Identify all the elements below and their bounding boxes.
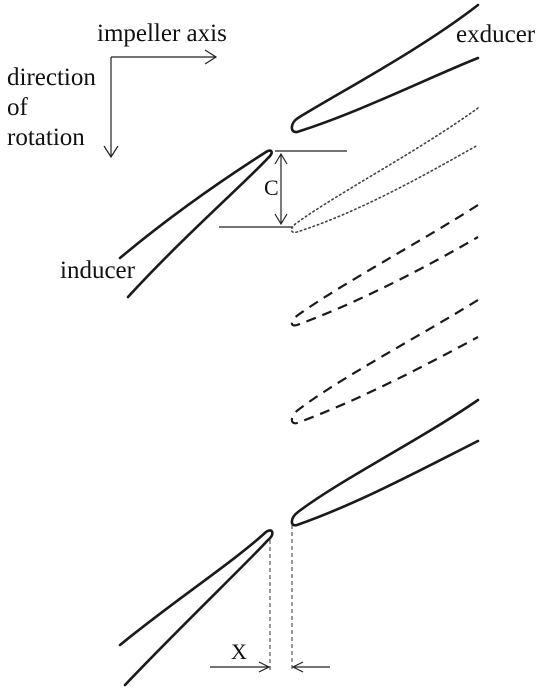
impeller-axis-label: impeller axis (97, 20, 227, 47)
impeller-axis-arrow-head (204, 49, 218, 65)
c-label: C (264, 175, 279, 200)
rotation-direction-arrow-head (103, 145, 119, 159)
dashed-exducer-blade-2 (290, 204, 479, 327)
lower-inducer-blade (118, 529, 274, 687)
inducer-label: inducer (60, 257, 136, 284)
c-arrow-top (274, 152, 288, 165)
x-label: X (231, 639, 247, 664)
c-arrow-bottom (274, 213, 288, 226)
direction-label: direction (7, 64, 96, 91)
axis-arrows (103, 49, 218, 159)
of-label: of (7, 94, 29, 121)
dashed-exducer-blade-3 (290, 299, 479, 425)
upper-inducer-blade (118, 149, 273, 299)
x-dimension: X (210, 525, 330, 673)
dotted-exducer-blade (290, 107, 479, 234)
upper-exducer-blade (290, 3, 480, 134)
x-left-arrow-head (258, 661, 271, 673)
c-dimension: C (219, 150, 347, 228)
x-right-arrow-head (291, 661, 304, 673)
lower-exducer-blade (290, 398, 480, 527)
rotation-label: rotation (7, 124, 85, 151)
exducer-label: exducer (456, 21, 536, 48)
